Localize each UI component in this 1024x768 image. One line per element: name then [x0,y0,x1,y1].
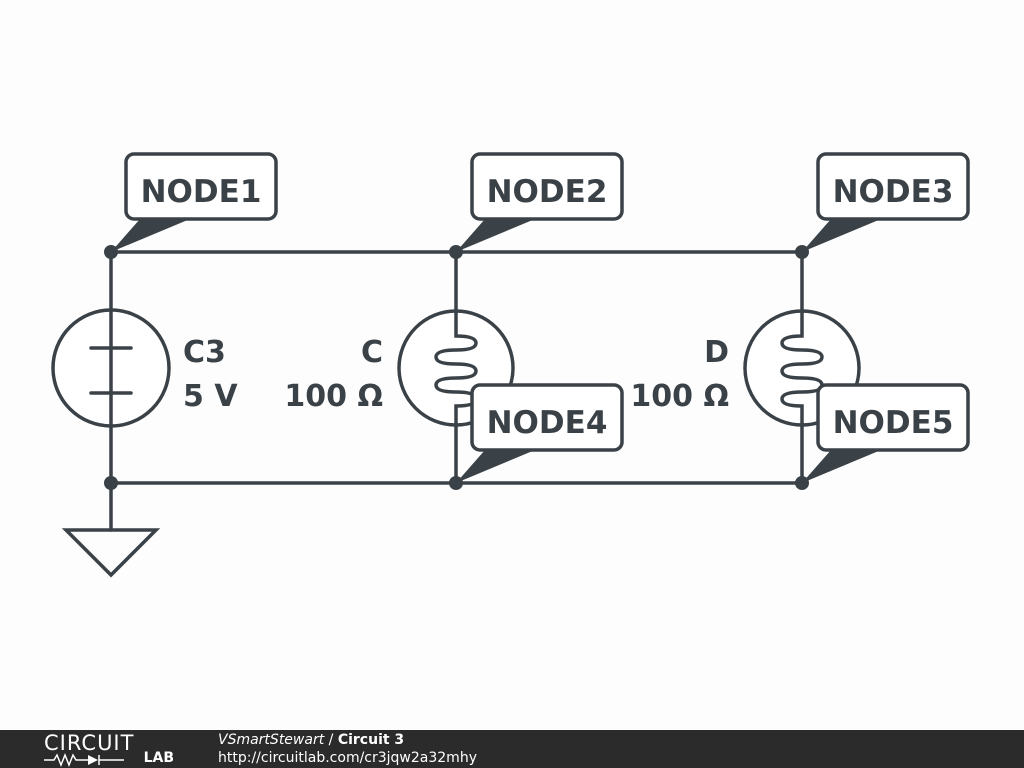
lamp-d-value-label: 100 Ω [630,379,729,414]
node-flag-5: NODE5 [802,383,970,483]
circuit-title[interactable]: Circuit 3 [337,732,405,748]
circuit-url-link[interactable]: http://circuitlab.com/cr3jqw2a32mhy [218,750,477,766]
node-label: NODE2 [487,174,608,210]
voltage-source-symbol [51,308,171,428]
node-label: NODE5 [833,405,954,441]
logo-wordmark-top: CIRCUIT [44,731,135,755]
node-label: NODE4 [487,405,608,441]
lamp-d-name-label: D [704,335,729,370]
ground-icon [61,528,161,578]
node-label: NODE1 [141,174,262,210]
footer-bar: CIRCUIT LAB VSmartStewart / Circuit 3 ht… [0,730,1024,768]
node-flag-2: NODE2 [456,152,624,252]
author-link[interactable]: VSmartStewart [218,732,325,748]
node-flag-3: NODE3 [802,152,970,252]
source-value-label: 5 V [183,379,238,414]
circuit-schematic: C3 5 V C 100 Ω D 100 Ω NODE1 NODE2 NODE3… [51,152,970,578]
circuitlab-logo[interactable]: CIRCUIT LAB [44,731,174,767]
logo-resistor-diode-icon [44,753,124,767]
source-name-label: C3 [183,335,226,370]
node-flag-4: NODE4 [456,383,624,483]
footer-info: VSmartStewart / Circuit 3 http://circuit… [218,731,477,767]
junction-ground [104,476,118,490]
lamp-c-value-label: 100 Ω [284,379,383,414]
footer-title-line: VSmartStewart / Circuit 3 [218,731,477,749]
logo-wordmark-bottom: LAB [143,750,174,766]
node-flag-1: NODE1 [111,152,278,252]
node-label: NODE3 [833,174,954,210]
lamp-c-name-label: C [361,335,383,370]
title-separator: / [324,732,338,748]
